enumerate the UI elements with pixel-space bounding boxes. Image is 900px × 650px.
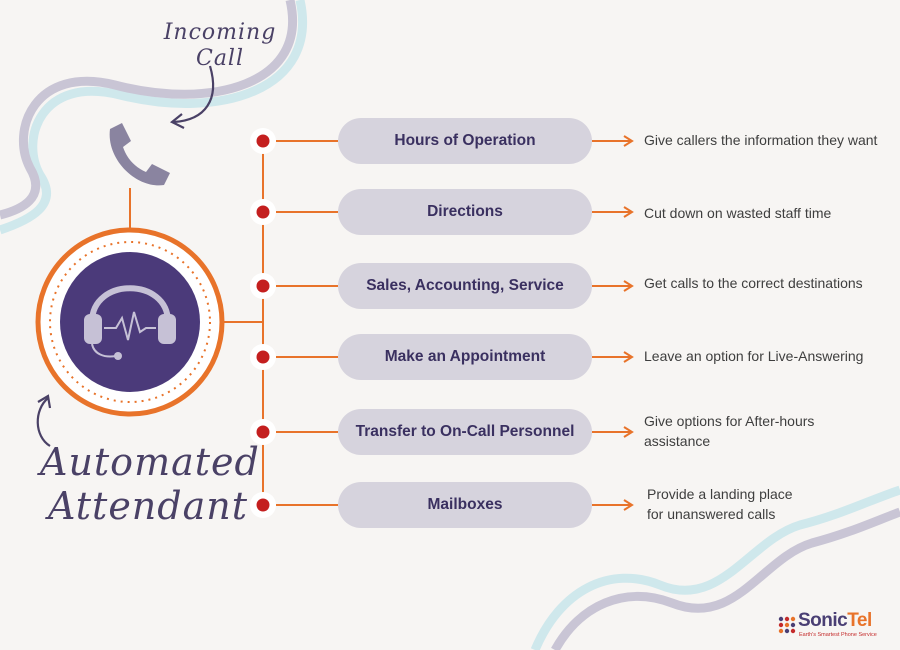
arrowhead-icon — [623, 351, 634, 363]
curved-arrow-up-icon — [36, 394, 52, 447]
automated-attendant-line1: Automated — [40, 440, 260, 484]
phone-handset-icon — [109, 123, 170, 186]
option-pill: Hours of Operation — [338, 118, 592, 164]
incoming-call-label: Incoming Call — [150, 20, 290, 72]
benefit-line: for unanswered calls — [647, 506, 776, 522]
arrowhead-icon — [623, 206, 634, 218]
incoming-call-line2: Call — [195, 46, 245, 71]
option-benefit: Provide a landing place for unanswered ca… — [647, 484, 897, 524]
node-dot — [256, 350, 270, 364]
node-dot — [256, 134, 270, 148]
benefit-line: Give callers the information they want — [644, 132, 878, 148]
benefit-line: Cut down on wasted staff time — [644, 205, 832, 221]
logo-name-part2: Tel — [847, 610, 872, 631]
node-dot — [256, 279, 270, 293]
option-pill: Directions — [338, 189, 592, 235]
hub-disc — [60, 252, 200, 392]
curved-arrow-icon — [169, 65, 215, 129]
option-pill: Make an Appointment — [338, 334, 592, 380]
benefit-line: Leave an option for Live-Answering — [644, 348, 864, 364]
option-benefit: Cut down on wasted staff time — [644, 203, 894, 223]
incoming-call-line1: Incoming — [163, 20, 277, 45]
arrowhead-icon — [623, 499, 634, 511]
option-benefit: Give callers the information they want — [644, 130, 894, 150]
headset-icon — [84, 285, 176, 360]
option-pill: Sales, Accounting, Service — [338, 263, 592, 309]
arrowhead-icon — [623, 135, 634, 147]
node-dot — [256, 205, 270, 219]
logo-wordmark: SonicTel — [798, 610, 872, 632]
hub-dotted-ring — [49, 241, 211, 403]
sonictel-logo: SonicTel Earth's Smartest Phone Service — [778, 610, 894, 642]
node-dot — [256, 425, 270, 439]
logo-tagline: Earth's Smartest Phone Service — [799, 632, 877, 638]
automated-attendant-line2: Attendant — [48, 484, 249, 528]
option-pill: Mailboxes — [338, 482, 592, 528]
arrowhead-icon — [623, 426, 634, 438]
option-benefit: Get calls to the correct destinations — [644, 273, 894, 293]
option-pill: Transfer to On-Call Personnel — [338, 409, 592, 455]
automated-attendant-label: Automated Attendant — [40, 440, 260, 528]
node-dot — [256, 498, 270, 512]
benefit-line: Give options for After-hours — [644, 413, 815, 429]
option-benefit: Leave an option for Live-Answering — [644, 346, 894, 366]
logo-dots-icon — [778, 616, 796, 634]
benefit-line: assistance — [644, 433, 711, 449]
logo-name-part1: Sonic — [798, 610, 848, 631]
benefit-line: Provide a landing place — [647, 486, 793, 502]
benefit-line: Get calls to the correct destinations — [644, 275, 863, 291]
headset-hub — [35, 227, 225, 417]
arrowhead-icon — [623, 280, 634, 292]
option-benefit: Give options for After-hours assistance — [644, 411, 894, 451]
